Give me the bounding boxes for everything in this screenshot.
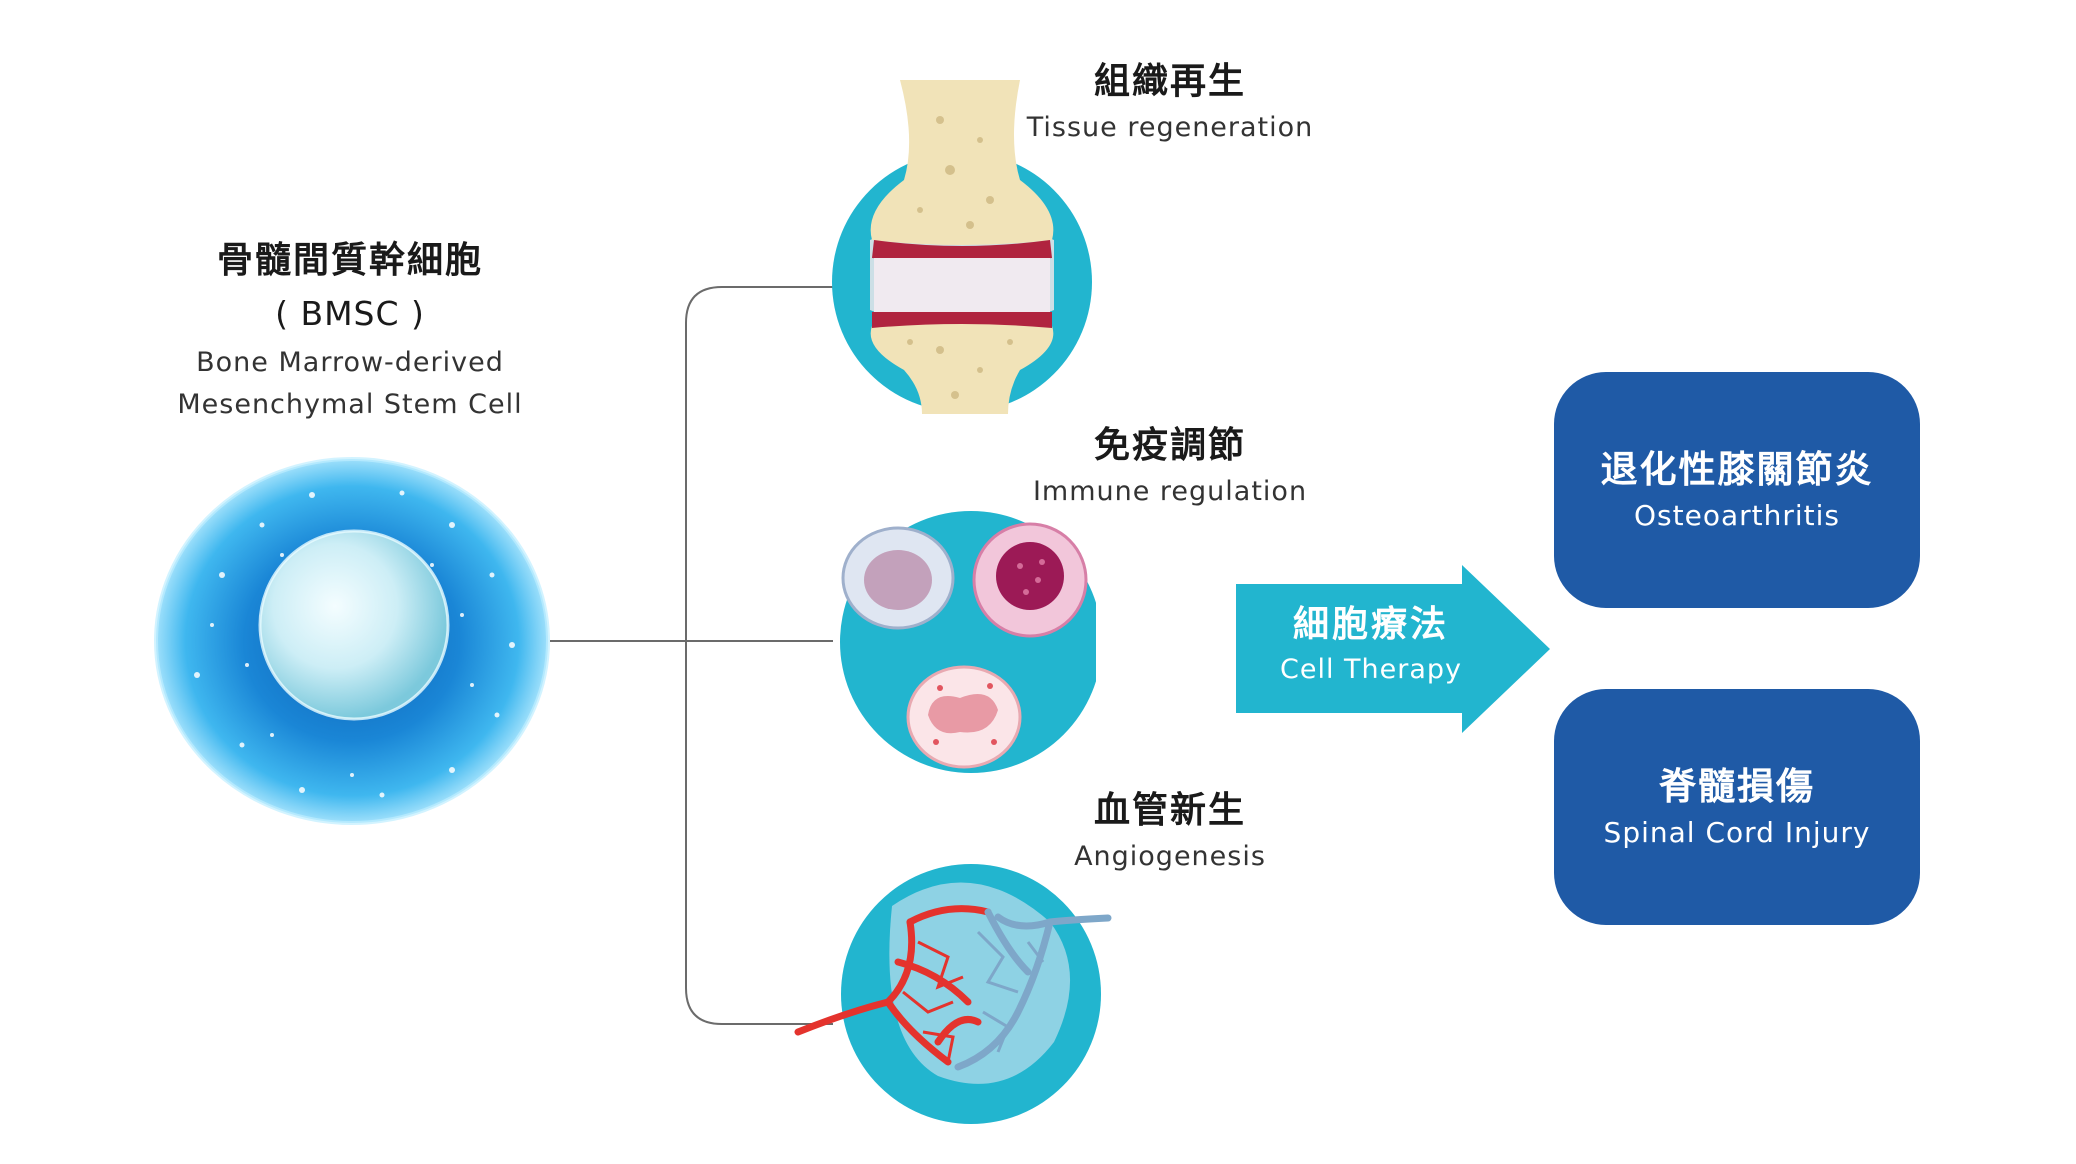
bmsc-label: 骨髓間質幹細胞 ( BMSC ) Bone Marrow-derived Mes… (150, 236, 550, 426)
joint-icon (832, 80, 1092, 414)
function-name-zh: 血管新生 (1093, 790, 1246, 831)
disease-box-osteoarthritis: 退化性膝關節炎 Osteoarthritis (1554, 372, 1920, 608)
function-name-zh: 免疫調節 (1093, 425, 1246, 466)
function-label-tissue-regeneration: 組織再生 Tissue regeneration (940, 56, 1400, 148)
disease-name-zh: 退化性膝關節炎 (1600, 448, 1874, 491)
function-label-angiogenesis: 血管新生 Angiogenesis (940, 785, 1400, 877)
stem-cell-icon (154, 457, 550, 825)
arrow-icon (1236, 565, 1550, 733)
disease-name-en: Osteoarthritis (1634, 499, 1840, 532)
function-name-en: Tissue regeneration (1026, 112, 1314, 143)
cell-therapy-en: Cell Therapy (1279, 654, 1463, 685)
function-name-en: Immune regulation (1032, 476, 1308, 507)
bmsc-abbreviation: ( BMSC ) (275, 294, 425, 333)
bmsc-name-zh: 骨髓間質幹細胞 (216, 240, 483, 281)
function-name-zh: 組織再生 (1093, 61, 1246, 102)
bmsc-name-en-line1: Bone Marrow-derived (196, 347, 504, 378)
cell-therapy-zh: 細胞療法 (1292, 604, 1449, 645)
disease-name-zh: 脊髓損傷 (1659, 765, 1815, 808)
immune-cells-icon (840, 511, 1096, 773)
cell-therapy-label: 細胞療法 Cell Therapy (1236, 600, 1506, 690)
bmsc-name-en-line2: Mesenchymal Stem Cell (177, 389, 523, 420)
blood-vessels-icon (794, 864, 1112, 1124)
disease-name-en: Spinal Cord Injury (1603, 816, 1871, 849)
disease-box-spinal-cord-injury: 脊髓損傷 Spinal Cord Injury (1554, 689, 1920, 925)
function-name-en: Angiogenesis (1074, 841, 1266, 872)
function-label-immune-regulation: 免疫調節 Immune regulation (940, 420, 1400, 512)
